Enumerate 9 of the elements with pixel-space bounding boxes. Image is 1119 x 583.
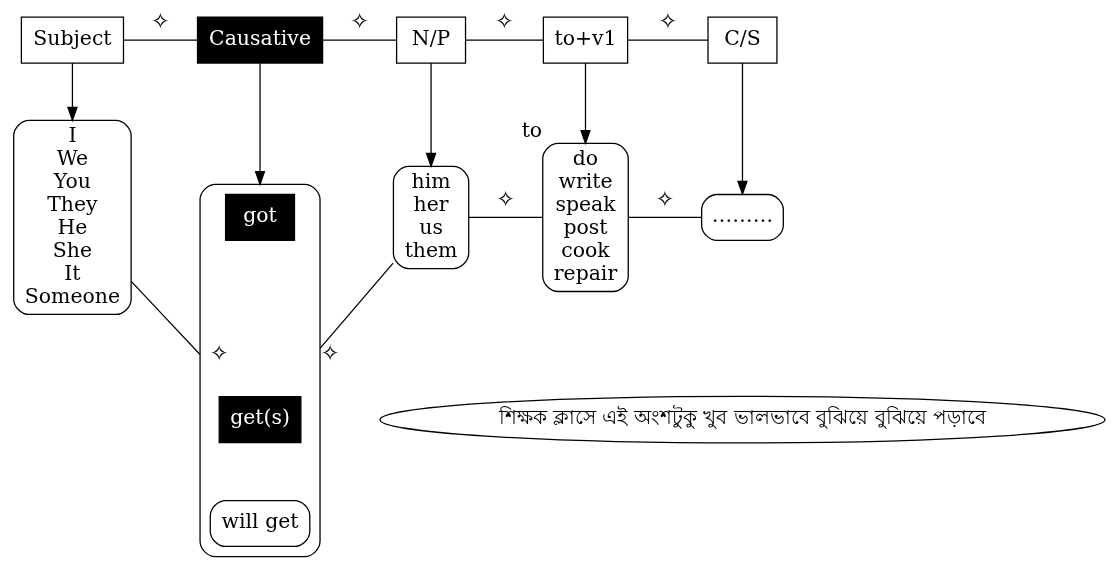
edge-label: ✧ bbox=[349, 7, 370, 34]
edge-label: ✧ bbox=[655, 185, 675, 212]
edge-label: ✧ bbox=[320, 339, 340, 366]
edge-label: ✧ bbox=[150, 7, 171, 34]
edge-label: ✧ bbox=[209, 339, 229, 366]
edge-label: ✧ bbox=[496, 185, 516, 212]
node-label: to bbox=[521, 117, 543, 142]
edge-label: ✧ bbox=[658, 7, 678, 34]
edge-label: ✧ bbox=[494, 7, 515, 34]
